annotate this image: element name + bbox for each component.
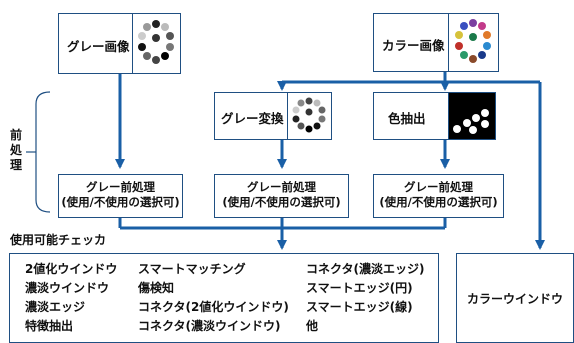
checker-item: 他 [306, 319, 319, 333]
checker-item: 特徴抽出 [25, 319, 74, 333]
side-char-3: 理 [9, 158, 22, 172]
checker-item: 濃淡ウインドウ [25, 281, 110, 295]
checker-item: コネクタ(濃淡ウインドウ) [138, 319, 281, 333]
preprocess-box-left: グレー前処理 (使用/不使用の選択可) [58, 174, 183, 218]
gray-image-label: グレー画像 [67, 39, 130, 54]
color-extract-label: 色抽出 [388, 111, 426, 126]
gray-convert-label: グレー変換 [221, 111, 284, 126]
preprocess-box-middle-text: グレー前処理 (使用/不使用の選択可) [215, 180, 348, 210]
preprocess-box-middle: グレー前処理 (使用/不使用の選択可) [214, 174, 349, 218]
side-char-1: 前 [9, 128, 22, 142]
color-extract-box: 色抽出 [373, 92, 496, 140]
preprocess-box-right: グレー前処理 (使用/不使用の選択可) [373, 174, 504, 218]
gray-convert-thumbnail [287, 93, 331, 139]
tools-title: 使用可能チェッカ [10, 233, 107, 247]
checker-item: スマートエッジ(円) [306, 281, 413, 295]
preprocess-box-right-text: グレー前処理 (使用/不使用の選択可) [374, 180, 503, 210]
checker-column-3: コネクタ(濃淡エッジ) スマートエッジ(円) スマートエッジ(線) 他 [306, 260, 425, 336]
preprocess-title: グレー前処理 [404, 180, 473, 194]
checker-item: コネクタ(2値化ウインドウ) [138, 300, 289, 314]
color-window-label: カラーウインドウ [466, 292, 563, 306]
preprocess-side-label: 前 処 理 [8, 128, 24, 173]
gray-image-box: グレー画像 [58, 13, 181, 74]
checker-item: スマートマッチング [138, 262, 246, 276]
checker-list-box: 2値化ウインドウ 濃淡ウインドウ 濃淡エッジ 特徴抽出 スマートマッチング 傷検… [9, 253, 439, 343]
preprocess-title: グレー前処理 [86, 180, 155, 194]
color-image-thumbnail [448, 14, 498, 71]
color-image-label: カラー画像 [382, 38, 445, 53]
color-window-box: カラーウインドウ [456, 253, 574, 343]
gray-convert-box: グレー変換 [214, 92, 332, 140]
preprocess-title: グレー前処理 [247, 180, 316, 194]
preprocess-box-left-text: グレー前処理 (使用/不使用の選択可) [59, 180, 182, 210]
checker-column-1: 2値化ウインドウ 濃淡ウインドウ 濃淡エッジ 特徴抽出 [25, 260, 117, 336]
checker-item: 濃淡エッジ [25, 300, 86, 314]
checker-item: 傷検知 [138, 281, 175, 295]
checker-item: コネクタ(濃淡エッジ) [306, 262, 425, 276]
preprocess-subtitle: (使用/不使用の選択可) [379, 195, 498, 209]
checker-column-2: スマートマッチング 傷検知 コネクタ(2値化ウインドウ) コネクタ(濃淡ウインド… [138, 260, 289, 336]
color-image-box: カラー画像 [373, 13, 499, 72]
side-char-2: 処 [9, 143, 22, 157]
checker-item: 2値化ウインドウ [25, 262, 118, 276]
gray-image-thumbnail [132, 14, 180, 73]
preprocess-subtitle: (使用/不使用の選択可) [222, 195, 341, 209]
preprocess-subtitle: (使用/不使用の選択可) [61, 195, 180, 209]
color-extract-thumbnail [448, 93, 495, 139]
checker-item: スマートエッジ(線) [306, 300, 413, 314]
